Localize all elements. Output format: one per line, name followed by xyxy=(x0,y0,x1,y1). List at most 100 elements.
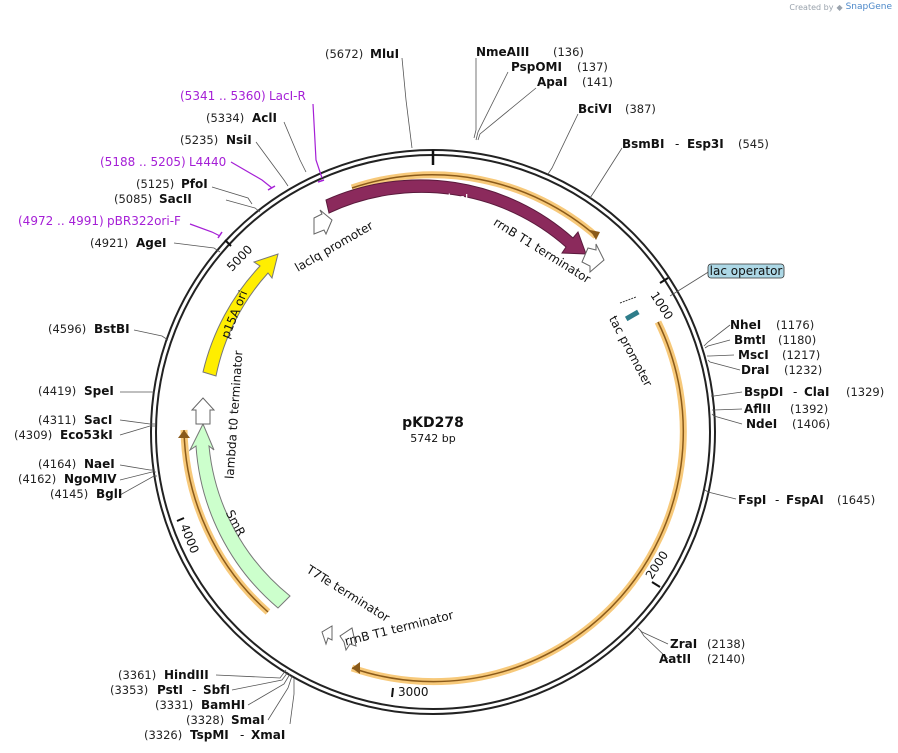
snapgene-logo-icon: ◆ xyxy=(836,2,843,12)
site-name-FspI: FspI xyxy=(738,493,766,507)
site-pos-PspOMI: (137) xyxy=(577,60,608,74)
feature-p15A-ori xyxy=(202,253,279,377)
primers: (5341 .. 5360) LacI-R (5188 .. 5205) L44… xyxy=(18,89,325,239)
lac-operator-marker xyxy=(624,309,640,322)
site-name-NmeAIII: NmeAIII xyxy=(476,45,529,59)
site-pos-SacII: (5085) xyxy=(114,192,152,206)
site-leaders xyxy=(119,57,743,725)
site-name-Eco53kI: Eco53kI xyxy=(60,428,113,442)
snapgene-credit: Created by ◆ SnapGene xyxy=(789,2,892,12)
site-name-AatII: AatII xyxy=(659,652,691,666)
site-name-BciVI: BciVI xyxy=(578,102,612,116)
site-pos-SpeI: (4419) xyxy=(38,384,76,398)
T7Te-arrow xyxy=(321,625,333,646)
site-name-MluI: MluI xyxy=(370,47,399,61)
rrnB-lower-arrow xyxy=(339,627,357,652)
site-name-BspDI: BspDI xyxy=(744,385,783,399)
site-sep-BsmBI: - xyxy=(675,137,679,151)
site-name-SacI: SacI xyxy=(84,413,112,427)
site-sep-FspI: - xyxy=(775,493,779,507)
site-name2-FspAI: FspAI xyxy=(786,493,824,507)
site-name-ZraI: ZraI xyxy=(670,637,697,651)
site-pos-AgeI: (4921) xyxy=(90,236,128,250)
site-name-SpeI: SpeI xyxy=(84,384,114,398)
site-sep-PstI: - xyxy=(192,683,196,697)
site-pos-BspDI: (1329) xyxy=(846,385,884,399)
site-name-BamHI: BamHI xyxy=(201,698,245,712)
site-pos-SacI: (4311) xyxy=(38,413,76,427)
site-name2-XmaI: XmaI xyxy=(251,728,285,742)
plasmid-name: pKD278 xyxy=(402,415,464,431)
site-pos-TspMI: (3326) xyxy=(144,728,182,742)
label-tac-promoter: tac promoter xyxy=(606,313,655,389)
scale-ticks: 1000 2000 3000 4000 5000 xyxy=(176,239,676,699)
site-pos-NmeAIII: (136) xyxy=(553,45,584,59)
credit-brand: SnapGene xyxy=(845,2,892,12)
site-pos-PstI: (3353) xyxy=(110,683,148,697)
site-pos-NaeI: (4164) xyxy=(38,457,76,471)
feature-label-lacI: lacI xyxy=(448,192,469,206)
tick-1000: 1000 xyxy=(647,289,675,322)
site-pos-BstBI: (4596) xyxy=(48,322,86,336)
site-name-NgoMIV: NgoMIV xyxy=(64,472,117,486)
site-labels: (5672) MluI NmeAIII (136) PspOMI (137) A… xyxy=(14,45,884,742)
plasmid-size: 5742 bp xyxy=(410,432,455,445)
site-pos-Eco53kI: (4309) xyxy=(14,428,52,442)
label-lac-operator: lac operator xyxy=(710,264,783,278)
site-name2-Esp3I: Esp3I xyxy=(687,137,724,151)
primer-name-pBR322ori-F: pBR322ori-F xyxy=(107,214,181,228)
small-features xyxy=(190,209,605,652)
site-pos-NheI: (1176) xyxy=(776,318,814,332)
site-pos-BciVI: (387) xyxy=(625,102,656,116)
site-name-NsiI: NsiI xyxy=(226,133,252,147)
site-name-BstBI: BstBI xyxy=(94,322,130,336)
site-name-NheI: NheI xyxy=(730,318,761,332)
orf-arrowhead-lacI xyxy=(590,230,600,240)
orf-arcs xyxy=(178,171,687,686)
label-rrnB-lower: rrnB T1 terminator xyxy=(343,608,455,649)
tick-4000: 4000 xyxy=(177,522,201,556)
site-name-AflII: AflII xyxy=(744,402,771,416)
site-pos-NdeI: (1406) xyxy=(792,417,830,431)
site-name-SmaI: SmaI xyxy=(231,713,265,727)
site-pos-NgoMIV: (4162) xyxy=(18,472,56,486)
site-pos-PfoI: (5125) xyxy=(136,177,174,191)
site-name-TspMI: TspMI xyxy=(190,728,229,742)
primer-range-lacI-R: (5341 .. 5360) xyxy=(180,89,266,103)
site-pos-ZraI: (2138) xyxy=(707,637,745,651)
site-pos-AflII: (1392) xyxy=(790,402,828,416)
site-pos-DraI: (1232) xyxy=(784,363,822,377)
feature-label-p15A: p15A ori xyxy=(218,288,250,340)
site-pos-BamHI: (3331) xyxy=(155,698,193,712)
site-pos-SmaI: (3328) xyxy=(186,713,224,727)
site-name-BmtI: BmtI xyxy=(734,333,766,347)
site-pos-NsiI: (5235) xyxy=(180,133,218,147)
site-sep-TspMI: - xyxy=(240,728,244,742)
site-name-MscI: MscI xyxy=(738,348,769,362)
label-lacIq-promoter: lacIq promoter xyxy=(292,218,375,274)
site-name-SacII: SacII xyxy=(159,192,192,206)
site-pos-HindIII: (3361) xyxy=(118,668,156,682)
site-name-PspOMI: PspOMI xyxy=(511,60,562,74)
tick-3000: 3000 xyxy=(398,685,429,699)
primer-name-lacI-R: LacI-R xyxy=(269,89,306,103)
site-name-NaeI: NaeI xyxy=(84,457,115,471)
feature-SmR xyxy=(188,422,291,609)
site-pos-BsmBI: (545) xyxy=(738,137,769,151)
site-pos-BmtI: (1180) xyxy=(778,333,816,347)
lacIq-promoter-arrow xyxy=(313,209,333,236)
site-pos-ApaI: (141) xyxy=(582,75,613,89)
credit-prefix: Created by xyxy=(789,2,834,12)
site-pos-FspI: (1645) xyxy=(837,493,875,507)
label-T7Te: T7Te terminator xyxy=(303,562,392,625)
site-pos-BglI: (4145) xyxy=(50,487,88,501)
site-name-NdeI: NdeI xyxy=(746,417,777,431)
primer-range-pBR322ori-F: (4972 .. 4991) xyxy=(18,214,104,228)
site-pos-MscI: (1217) xyxy=(782,348,820,362)
orf-arrowhead-right xyxy=(352,662,360,674)
site-name-BglI: BglI xyxy=(96,487,122,501)
site-name-AclI: AclI xyxy=(252,111,277,125)
site-name2-SbfI: SbfI xyxy=(203,683,230,697)
primer-range-L4440: (5188 .. 5205) xyxy=(100,155,186,169)
